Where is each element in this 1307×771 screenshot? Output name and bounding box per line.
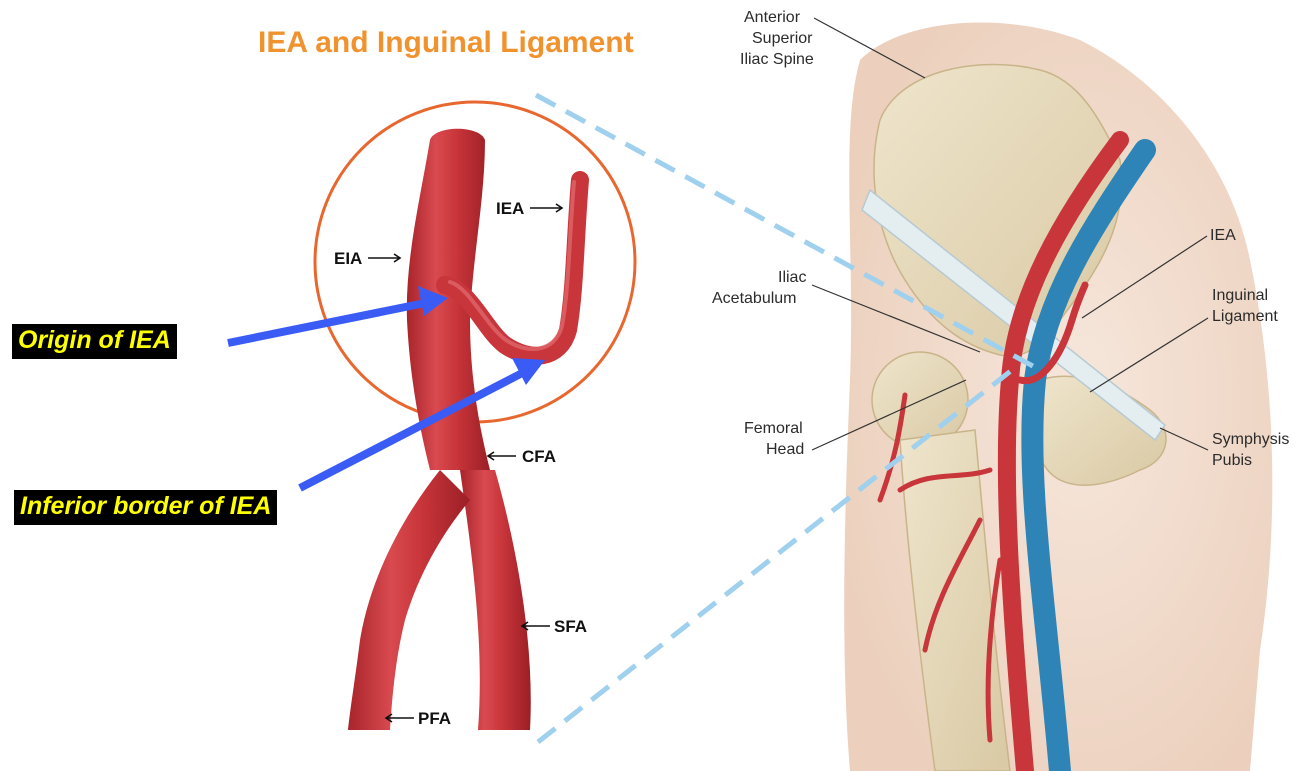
label-iea-right: IEA — [1210, 227, 1236, 244]
label-sfa: SFA — [554, 617, 587, 636]
label-asis-3: Iliac Spine — [740, 51, 814, 68]
label-femoral-1: Femoral — [744, 420, 803, 437]
label-iea: IEA — [496, 199, 524, 218]
pointer-sfa — [522, 622, 550, 630]
label-pfa: PFA — [418, 709, 451, 728]
pfa-vessel — [348, 470, 470, 730]
label-iliac-2: Acetabulum — [712, 290, 797, 307]
vessel-closeup — [348, 129, 580, 730]
label-inguinal-1: Inguinal — [1212, 287, 1268, 304]
label-asis-2: Superior — [752, 30, 813, 47]
callout-origin-of-iea: Origin of IEA — [12, 324, 177, 359]
label-iliac-1: Iliac — [778, 269, 806, 286]
label-cfa: CFA — [522, 447, 556, 466]
arrow-origin — [228, 302, 430, 343]
callout-inferior-border-of-iea: Inferior border of IEA — [14, 490, 277, 525]
label-symphysis-1: Symphysis — [1212, 431, 1289, 448]
label-symphysis-2: Pubis — [1212, 452, 1252, 469]
label-inguinal-2: Ligament — [1212, 308, 1278, 325]
pointer-pfa — [386, 714, 414, 722]
hip-anatomy — [844, 23, 1272, 771]
pointer-eia — [368, 254, 400, 262]
sfa-vessel — [460, 470, 531, 730]
pointer-iea — [530, 204, 562, 212]
label-asis-1: Anterior — [744, 9, 801, 26]
label-eia: EIA — [334, 249, 362, 268]
diagram-title: IEA and Inguinal Ligament — [258, 26, 634, 59]
callout-arrows — [228, 286, 545, 488]
label-femoral-2: Head — [766, 441, 804, 458]
pointer-cfa — [488, 452, 516, 460]
